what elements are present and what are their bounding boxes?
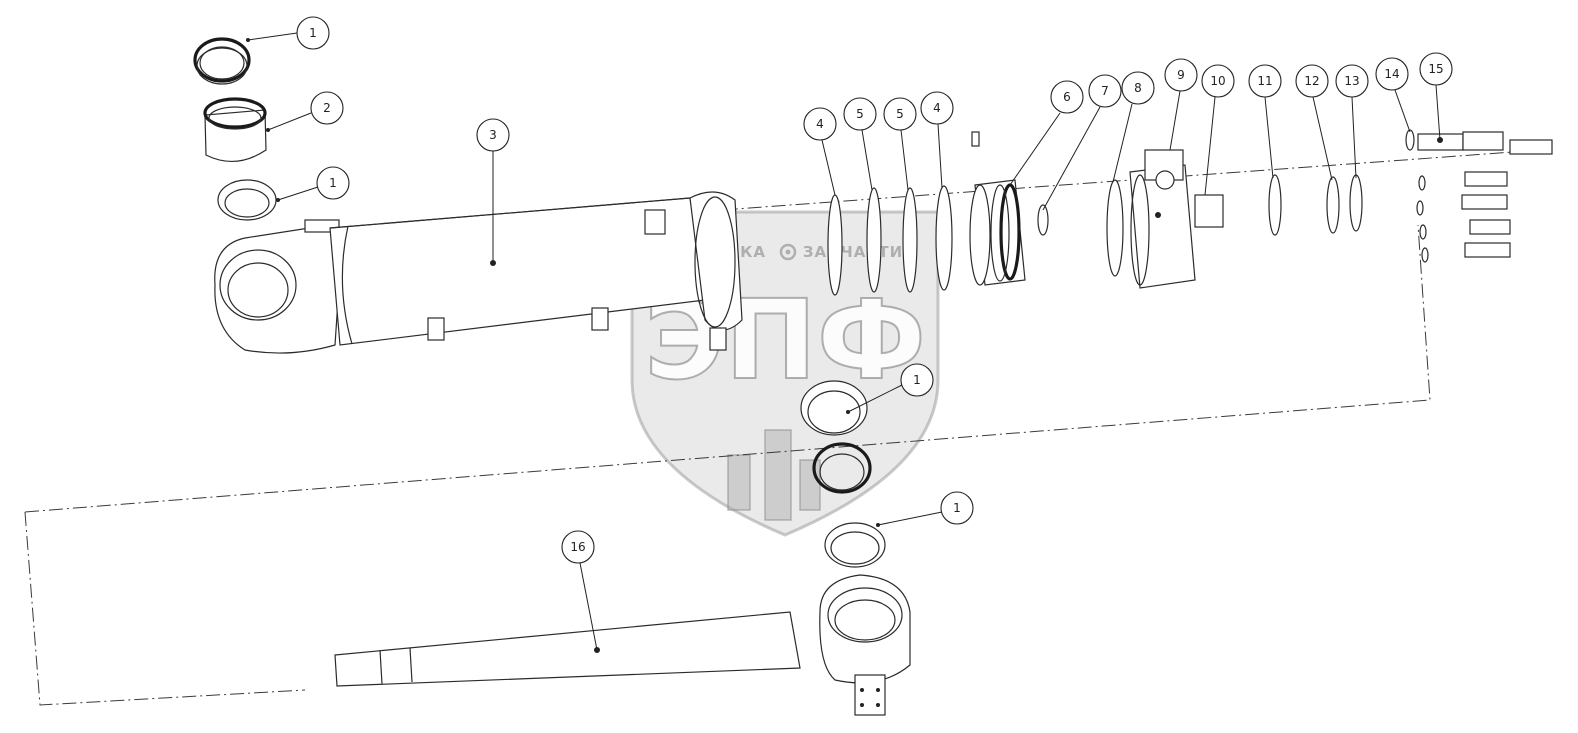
part-1-seal-ring-lower-c [824,522,886,568]
svg-text:1: 1 [329,176,337,190]
svg-text:14: 14 [1384,67,1399,81]
svg-text:6: 6 [1063,90,1071,104]
svg-text:4: 4 [816,117,824,131]
part-1-seal-ring-mid [217,179,277,221]
callout-5-b: 5 [883,97,917,191]
svg-text:7: 7 [1101,84,1109,98]
callout-7: 7 [1042,74,1122,211]
svg-text:3: 3 [489,128,497,142]
svg-text:2: 2 [323,101,331,115]
callout-8: 8 [1112,71,1155,183]
svg-text:9: 9 [1177,68,1185,82]
svg-text:8: 8 [1134,81,1142,95]
callout-1-lower-b: 1 [876,491,974,527]
watermark-tagline-right: ЗАПЧАСТИ [803,243,903,261]
part-5-ring-b [902,187,918,293]
part-4-ring-b [935,185,953,291]
part-6-piston [969,131,1026,286]
callout-14: 14 [1375,57,1411,133]
callout-1-lower-a: 1 [846,363,934,414]
svg-text:5: 5 [896,107,904,121]
part-10-sleeve [1194,194,1224,228]
gear-icon [779,243,797,261]
part-4-ring-a [827,194,843,296]
svg-text:16: 16 [570,540,585,554]
callout-5-a: 5 [843,97,877,191]
svg-text:4: 4 [933,101,941,115]
svg-text:1: 1 [309,26,317,40]
part-5-ring-a [866,187,882,293]
svg-text:1: 1 [913,373,921,387]
watermark-brand: ЭПФ [644,276,926,404]
callout-9: 9 [1164,58,1198,151]
part-13-ring [1349,174,1363,232]
svg-text:15: 15 [1428,62,1443,76]
part-3-cylinder-tube [214,191,743,354]
part-16-piston-rod [334,574,911,716]
svg-text:10: 10 [1210,74,1225,88]
part-12-ring [1326,176,1340,234]
callout-2: 2 [266,91,344,132]
callout-4-a: 4 [803,107,837,196]
svg-text:5: 5 [856,107,864,121]
callouts: 1 2 1 3 4 5 [246,16,1453,653]
svg-text:11: 11 [1257,74,1272,88]
callout-13: 13 [1335,64,1369,179]
part-9-gland [1129,149,1196,289]
part-8-ring [1106,179,1124,277]
part-2-bushing [203,97,267,163]
callout-10: 10 [1201,64,1235,196]
callout-4-b: 4 [920,91,954,189]
callout-3: 3 [476,118,510,266]
part-15-bolts [1417,131,1553,258]
part-1-seal-ring-top [193,37,251,85]
watermark: ТЕХНИКА ЗАПЧАСТИ ЭПФ [630,210,940,537]
callout-6: 6 [1009,80,1084,186]
callout-16: 16 [561,530,600,653]
callout-1-mid: 1 [276,166,350,202]
piston-seal-group [827,131,1363,296]
svg-text:12: 12 [1304,74,1319,88]
callout-12: 12 [1295,64,1333,181]
svg-text:1: 1 [953,501,961,515]
svg-text:13: 13 [1344,74,1359,88]
callout-11: 11 [1248,64,1282,179]
callout-15: 15 [1419,52,1453,143]
part-11-ring [1268,174,1282,236]
callout-1-top: 1 [246,16,330,50]
part-1-seal-ring-lower-a [800,380,868,436]
part-1-seal-ring-lower-b [812,442,872,494]
part-14-washers [1405,129,1429,263]
part-7-seal [1037,204,1049,236]
